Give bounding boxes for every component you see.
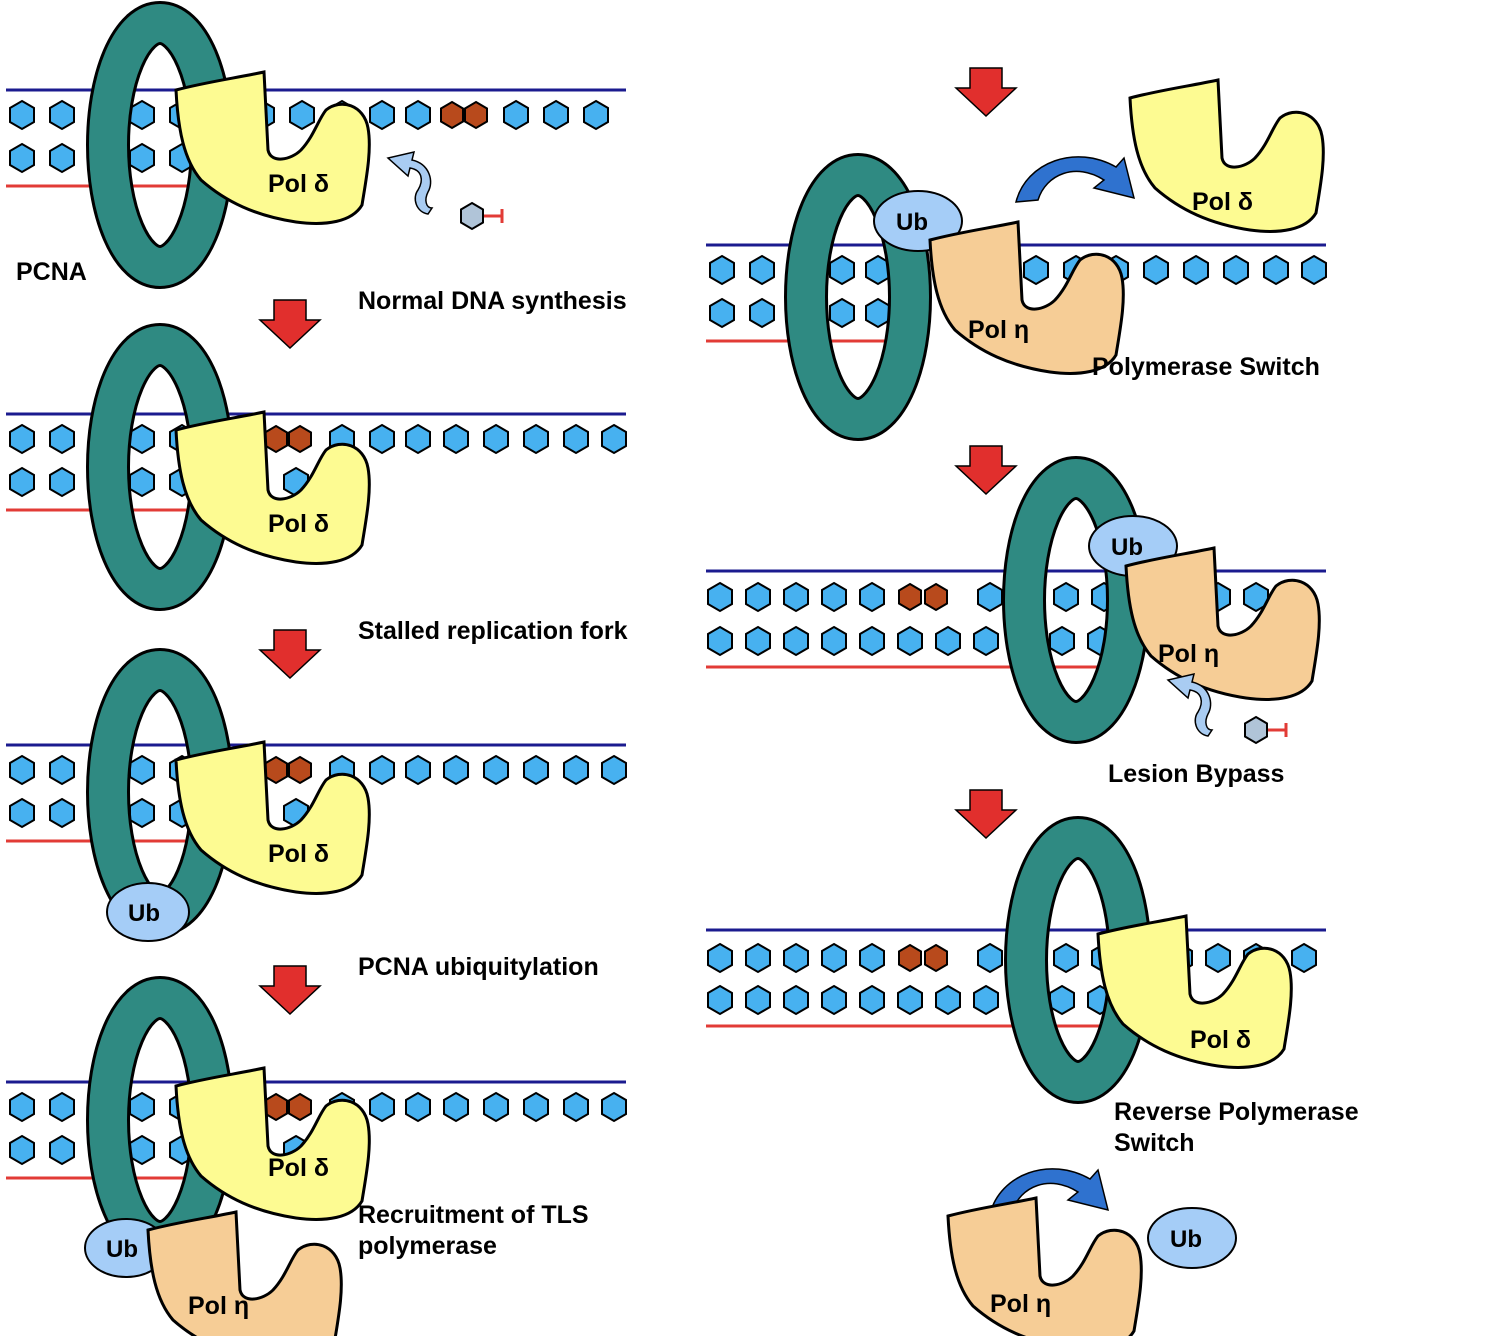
step-arrow xyxy=(955,445,1017,495)
svg-text:Pol η: Pol η xyxy=(1158,640,1219,668)
svg-text:Ub: Ub xyxy=(128,900,160,927)
step-arrow xyxy=(955,67,1017,117)
pol-eta-released: Pol η xyxy=(946,1196,1143,1336)
step-arrow xyxy=(259,629,321,679)
step-arrow xyxy=(955,789,1017,839)
pol-eta: Pol η xyxy=(146,1210,343,1336)
pol-delta: Pol δ xyxy=(174,70,371,225)
svg-text:Pol δ: Pol δ xyxy=(268,840,329,868)
svg-text:Ub: Ub xyxy=(1170,1226,1202,1253)
svg-text:Pol δ: Pol δ xyxy=(1190,1026,1251,1054)
pol-delta: Pol δ xyxy=(174,410,371,565)
caption-tls-recruitment-2: polymerase xyxy=(358,1232,497,1260)
caption-stalled-fork: Stalled replication fork xyxy=(358,617,628,645)
svg-text:Ub: Ub xyxy=(896,209,928,236)
svg-text:Pol δ: Pol δ xyxy=(268,170,329,198)
dntp-icon xyxy=(1243,715,1288,745)
caption-reverse-switch-1: Reverse Polymerase xyxy=(1114,1098,1359,1126)
pol-delta: Pol δ xyxy=(174,740,371,895)
pol-eta: Pol η xyxy=(1124,546,1321,701)
caption-normal-synthesis: Normal DNA synthesis xyxy=(358,287,627,315)
switch-arrow-icon xyxy=(1015,156,1135,203)
svg-text:Ub: Ub xyxy=(1111,534,1143,561)
panel-lesion-bypass xyxy=(704,569,1328,669)
svg-text:Pol η: Pol η xyxy=(188,1292,249,1320)
svg-text:Pol η: Pol η xyxy=(968,316,1029,344)
svg-text:Pol δ: Pol δ xyxy=(268,1154,329,1182)
pcna-label: PCNA xyxy=(16,258,87,286)
caption-lesion-bypass: Lesion Bypass xyxy=(1108,760,1284,788)
caption-pcna-ubiquitylation: PCNA ubiquitylation xyxy=(358,953,599,981)
pol-eta: Pol η xyxy=(928,220,1125,375)
svg-text:Pol δ: Pol δ xyxy=(1192,188,1253,216)
caption-reverse-switch-2: Switch xyxy=(1114,1129,1195,1157)
ubiquitin: Ub xyxy=(84,1218,168,1278)
svg-text:Ub: Ub xyxy=(106,1236,138,1263)
svg-text:Pol δ: Pol δ xyxy=(268,510,329,538)
caption-polymerase-switch: Polymerase Switch xyxy=(1092,353,1320,381)
pol-delta: Pol δ xyxy=(1096,914,1293,1069)
pol-delta: Pol δ xyxy=(174,1066,371,1221)
dntp-icon xyxy=(459,201,504,231)
ubiquitin-released: Ub xyxy=(1147,1207,1237,1269)
step-arrow xyxy=(259,299,321,349)
pol-delta-released: Pol δ xyxy=(1128,78,1325,233)
svg-text:Pol η: Pol η xyxy=(990,1290,1051,1318)
panel-reverse-switch xyxy=(704,928,1328,1028)
caption-tls-recruitment-1: Recruitment of TLS xyxy=(358,1201,589,1229)
ubiquitin: Ub xyxy=(106,882,190,942)
incoming-nucleotide-arrow xyxy=(387,151,433,215)
step-arrow xyxy=(259,965,321,1015)
